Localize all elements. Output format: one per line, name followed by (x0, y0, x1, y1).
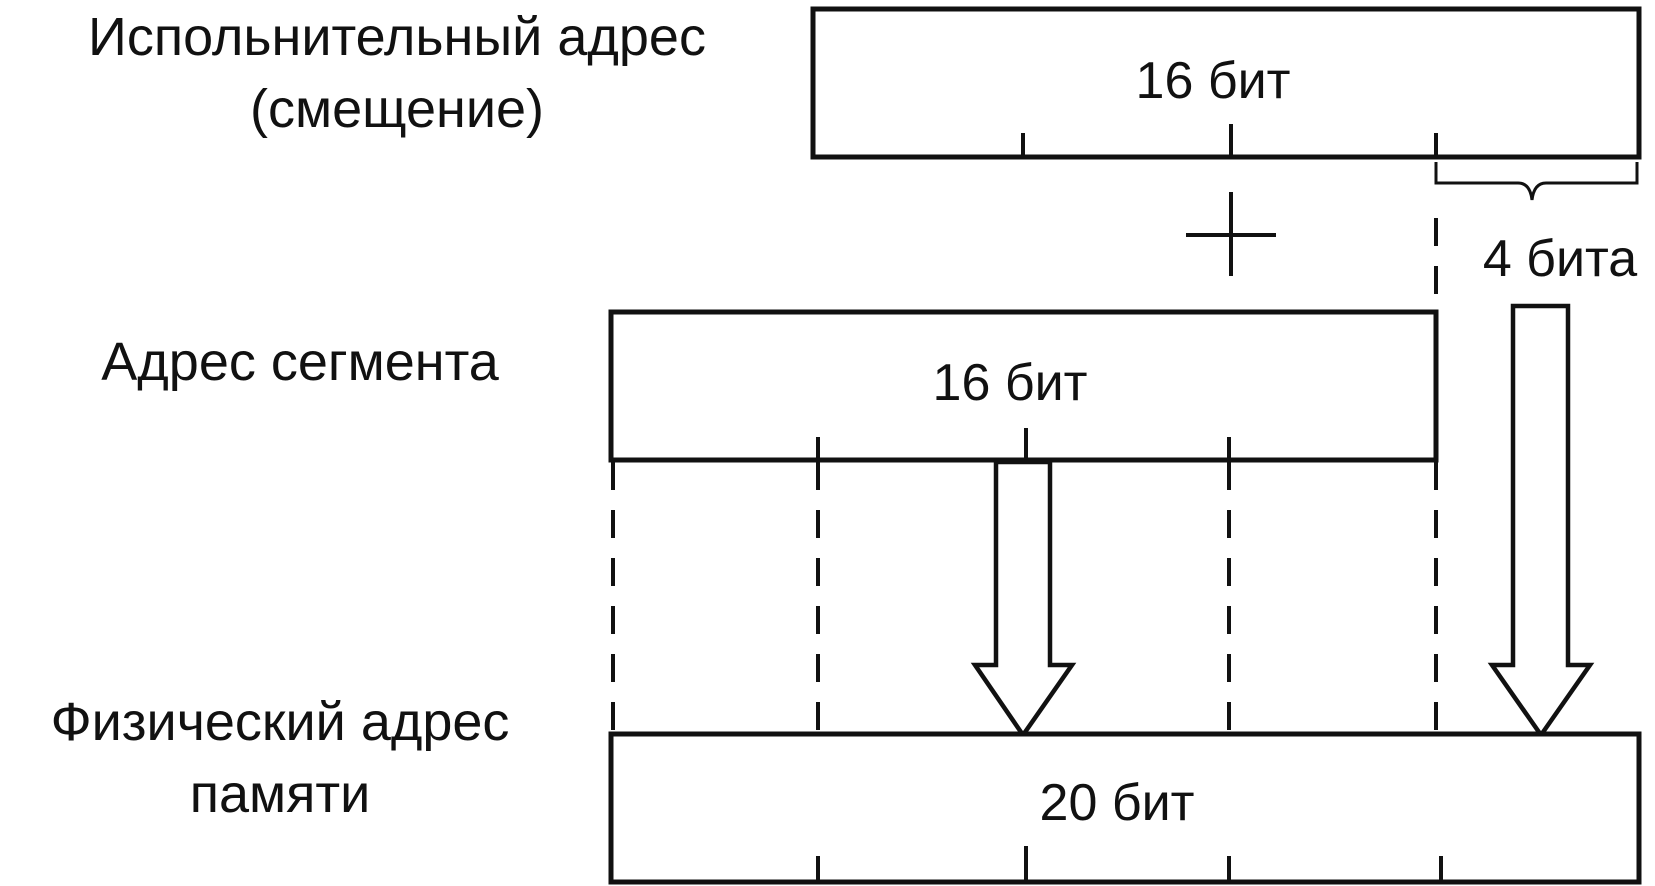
segment-width-label: 16 бит (933, 354, 1088, 412)
effective-address-label-line2: (смещение) (250, 79, 544, 139)
effective-address-label-line1: Испольнительный адрес (88, 7, 706, 67)
plus-icon (1186, 192, 1276, 276)
physical-address-label-line2: памяти (190, 764, 371, 824)
offset-width-label: 16 бит (1136, 52, 1291, 110)
physical-width-label: 20 бит (1040, 774, 1195, 832)
offset-register-box (810, 6, 1642, 160)
physical-address-label-line1: Физический адрес (51, 692, 510, 752)
segment-address-label: Адрес сегмента (101, 332, 499, 392)
shift-bits-label: 4 бита (1483, 230, 1637, 288)
segment-to-physical-arrow (970, 459, 1077, 739)
four-bit-brace (1434, 162, 1639, 201)
four-bits-to-physical-arrow (1487, 303, 1595, 739)
physical-address-box (608, 731, 1642, 885)
